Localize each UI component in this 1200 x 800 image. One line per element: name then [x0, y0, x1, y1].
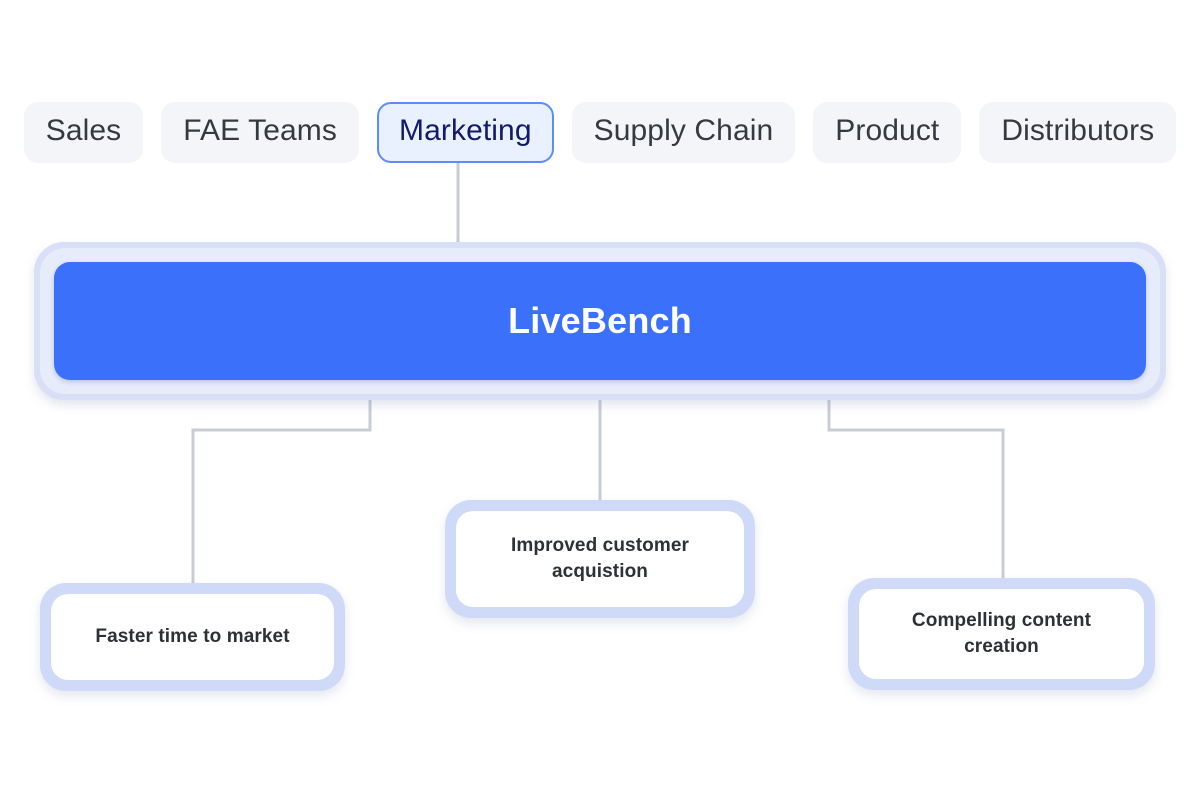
connector-banner-to-card-3 — [827, 400, 1005, 580]
tab-fae-teams[interactable]: FAE Teams — [161, 102, 359, 163]
card-inner: Improved customer acquistion — [456, 511, 744, 607]
tab-supply-chain[interactable]: Supply Chain — [571, 102, 796, 163]
card-inner: Compelling content creation — [859, 589, 1144, 679]
banner-bar: LiveBench — [54, 262, 1146, 380]
banner-title: LiveBench — [508, 300, 692, 341]
livebench-banner[interactable]: LiveBench — [34, 242, 1166, 400]
card-inner: Faster time to market — [51, 594, 334, 680]
tab-product[interactable]: Product — [813, 102, 962, 163]
tab-marketing[interactable]: Marketing — [377, 102, 554, 163]
benefit-card-faster-time-to-market[interactable]: Faster time to market — [40, 583, 345, 691]
benefit-card-label: Improved customer acquistion — [510, 535, 690, 582]
benefit-card-label: Compelling content creation — [911, 610, 1092, 657]
tab-sales[interactable]: Sales — [23, 102, 144, 163]
branch-tab-row: Sales FAE Teams Marketing Supply Chain P… — [0, 102, 1200, 163]
benefit-card-label: Faster time to market — [95, 626, 290, 648]
banner-inner-ring: LiveBench — [40, 248, 1160, 394]
connector-banner-to-card-1 — [191, 400, 372, 585]
tab-distributors[interactable]: Distributors — [979, 102, 1177, 163]
benefit-card-compelling-content-creation[interactable]: Compelling content creation — [848, 578, 1155, 690]
benefit-card-improved-customer-acquistion[interactable]: Improved customer acquistion — [445, 500, 755, 618]
